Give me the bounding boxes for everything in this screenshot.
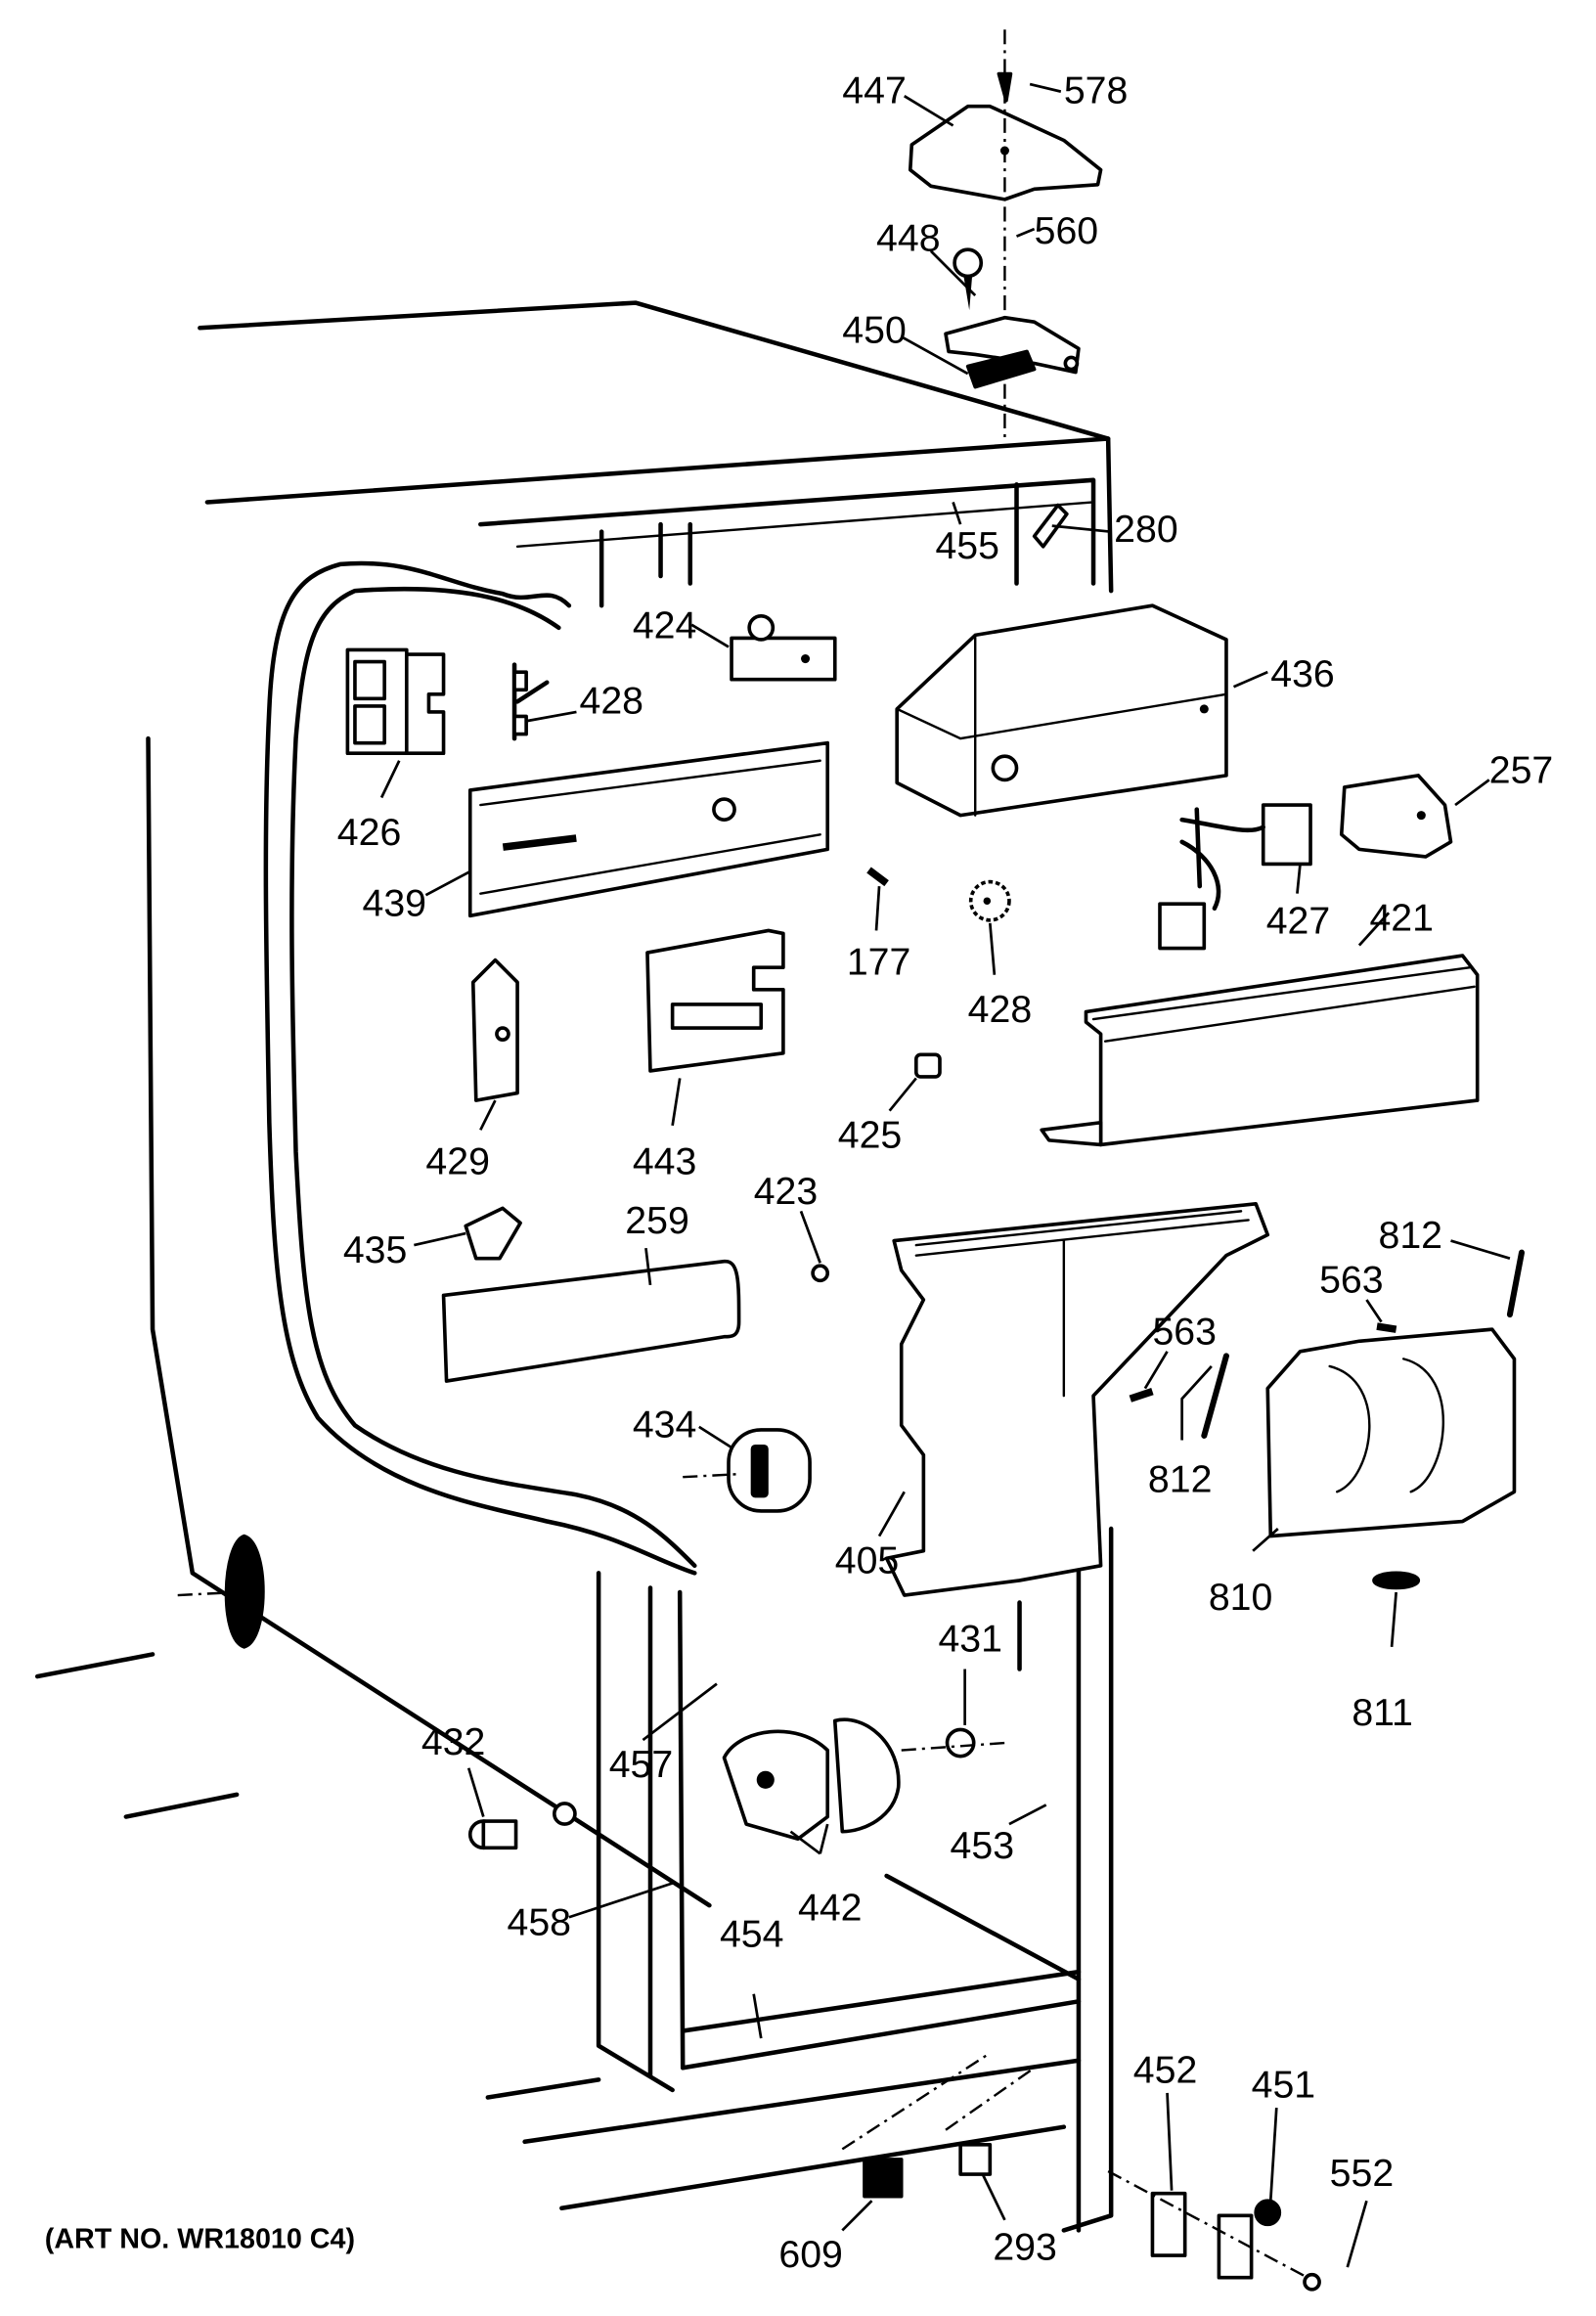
label-432: 432 xyxy=(421,1720,485,1763)
part-436-control-housing[interactable] xyxy=(895,603,1228,818)
label-450: 450 xyxy=(842,308,907,351)
label-560: 560 xyxy=(1035,209,1099,252)
label-434: 434 xyxy=(633,1403,697,1446)
label-442: 442 xyxy=(798,1886,863,1929)
part-552-screw[interactable] xyxy=(1107,2169,1321,2292)
part-563-screw[interactable] xyxy=(1129,1388,1154,1403)
part-609-clip[interactable] xyxy=(841,2052,991,2199)
part-812-tube-2[interactable] xyxy=(1506,1249,1526,1318)
label-435: 435 xyxy=(343,1228,407,1271)
label-428-bracket: 428 xyxy=(579,679,643,722)
part-280-clip[interactable] xyxy=(1032,503,1069,549)
label-436: 436 xyxy=(1270,652,1335,695)
part-435-socket[interactable] xyxy=(464,1206,522,1261)
part-432-bushing[interactable] xyxy=(467,1802,577,1850)
part-450-shim[interactable] xyxy=(965,349,1037,389)
part-421-light-shield[interactable] xyxy=(1040,954,1480,1147)
label-812-2: 812 xyxy=(1148,1457,1213,1500)
label-552: 552 xyxy=(1330,2152,1395,2195)
label-451: 451 xyxy=(1252,2063,1316,2106)
label-427: 427 xyxy=(1266,899,1331,942)
part-426-switch-assembly[interactable] xyxy=(345,647,446,756)
cabinet-outline xyxy=(34,300,1114,2233)
label-811: 811 xyxy=(1352,1691,1413,1734)
label-428-knob: 428 xyxy=(968,988,1033,1031)
label-563: 563 xyxy=(1319,1258,1384,1301)
part-labels: 447 578 448 560 450 455 280 424 428 426 … xyxy=(337,69,1553,2276)
part-812-tube[interactable] xyxy=(1201,1353,1229,1439)
label-448: 448 xyxy=(876,217,941,260)
label-405: 405 xyxy=(835,1538,900,1581)
part-429-bracket[interactable] xyxy=(470,958,519,1102)
part-578-screw[interactable] xyxy=(997,71,1013,103)
label-424: 424 xyxy=(633,603,697,646)
label-457: 457 xyxy=(609,1743,674,1786)
part-434-grille[interactable] xyxy=(683,1428,812,1513)
part-442-damper[interactable] xyxy=(722,1717,901,1842)
label-431: 431 xyxy=(938,1617,1002,1660)
label-563-2: 563 xyxy=(1152,1310,1217,1353)
part-443-bracket[interactable] xyxy=(645,928,785,1073)
label-259: 259 xyxy=(625,1199,689,1242)
part-177-screw[interactable] xyxy=(866,867,889,887)
part-425-insert[interactable] xyxy=(914,1052,942,1079)
part-439-mounting-channel[interactable] xyxy=(467,740,830,918)
part-448-top-hinge[interactable] xyxy=(944,315,1081,375)
label-423: 423 xyxy=(754,1170,819,1213)
label-293: 293 xyxy=(993,2226,1057,2269)
part-405-housing[interactable] xyxy=(884,1202,1270,1597)
part-424-switch[interactable] xyxy=(730,613,837,682)
label-425: 425 xyxy=(838,1113,903,1156)
label-452: 452 xyxy=(1133,2048,1198,2091)
label-812: 812 xyxy=(1379,1214,1443,1257)
label-426: 426 xyxy=(337,811,402,854)
part-811-grommet[interactable] xyxy=(1372,1571,1421,1590)
label-443: 443 xyxy=(633,1140,697,1183)
part-428-bracket[interactable] xyxy=(511,662,550,741)
art-number-caption: (ART NO. WR18010 C4) xyxy=(45,2224,355,2255)
label-453: 453 xyxy=(951,1824,1015,1867)
label-454: 454 xyxy=(720,1912,784,1955)
part-451-bottom-hinge[interactable] xyxy=(1217,2199,1282,2280)
label-810: 810 xyxy=(1209,1576,1273,1619)
label-257: 257 xyxy=(1489,748,1554,791)
part-563-screw-2[interactable] xyxy=(1376,1322,1397,1333)
part-257-timer[interactable] xyxy=(1339,774,1453,859)
part-431-plug[interactable] xyxy=(901,1727,1005,1759)
part-560-screw[interactable] xyxy=(953,247,984,311)
part-428-knob-gear[interactable] xyxy=(968,879,1011,922)
part-293-clip[interactable] xyxy=(945,2067,1036,2176)
part-259-trim[interactable] xyxy=(441,1259,741,1383)
label-455: 455 xyxy=(935,524,999,567)
label-421: 421 xyxy=(1369,896,1434,939)
label-458: 458 xyxy=(507,1900,571,1943)
label-429: 429 xyxy=(425,1140,490,1183)
leader-lines xyxy=(379,82,1511,2268)
label-609: 609 xyxy=(778,2233,843,2276)
label-177: 177 xyxy=(847,941,911,984)
label-439: 439 xyxy=(362,881,426,924)
label-280: 280 xyxy=(1114,508,1178,551)
label-447: 447 xyxy=(842,69,907,112)
label-578: 578 xyxy=(1064,69,1129,112)
part-423-lamp-socket[interactable] xyxy=(811,1264,830,1283)
part-810-heater[interactable] xyxy=(1265,1327,1517,1538)
part-427-wire-harness[interactable] xyxy=(1158,803,1312,951)
